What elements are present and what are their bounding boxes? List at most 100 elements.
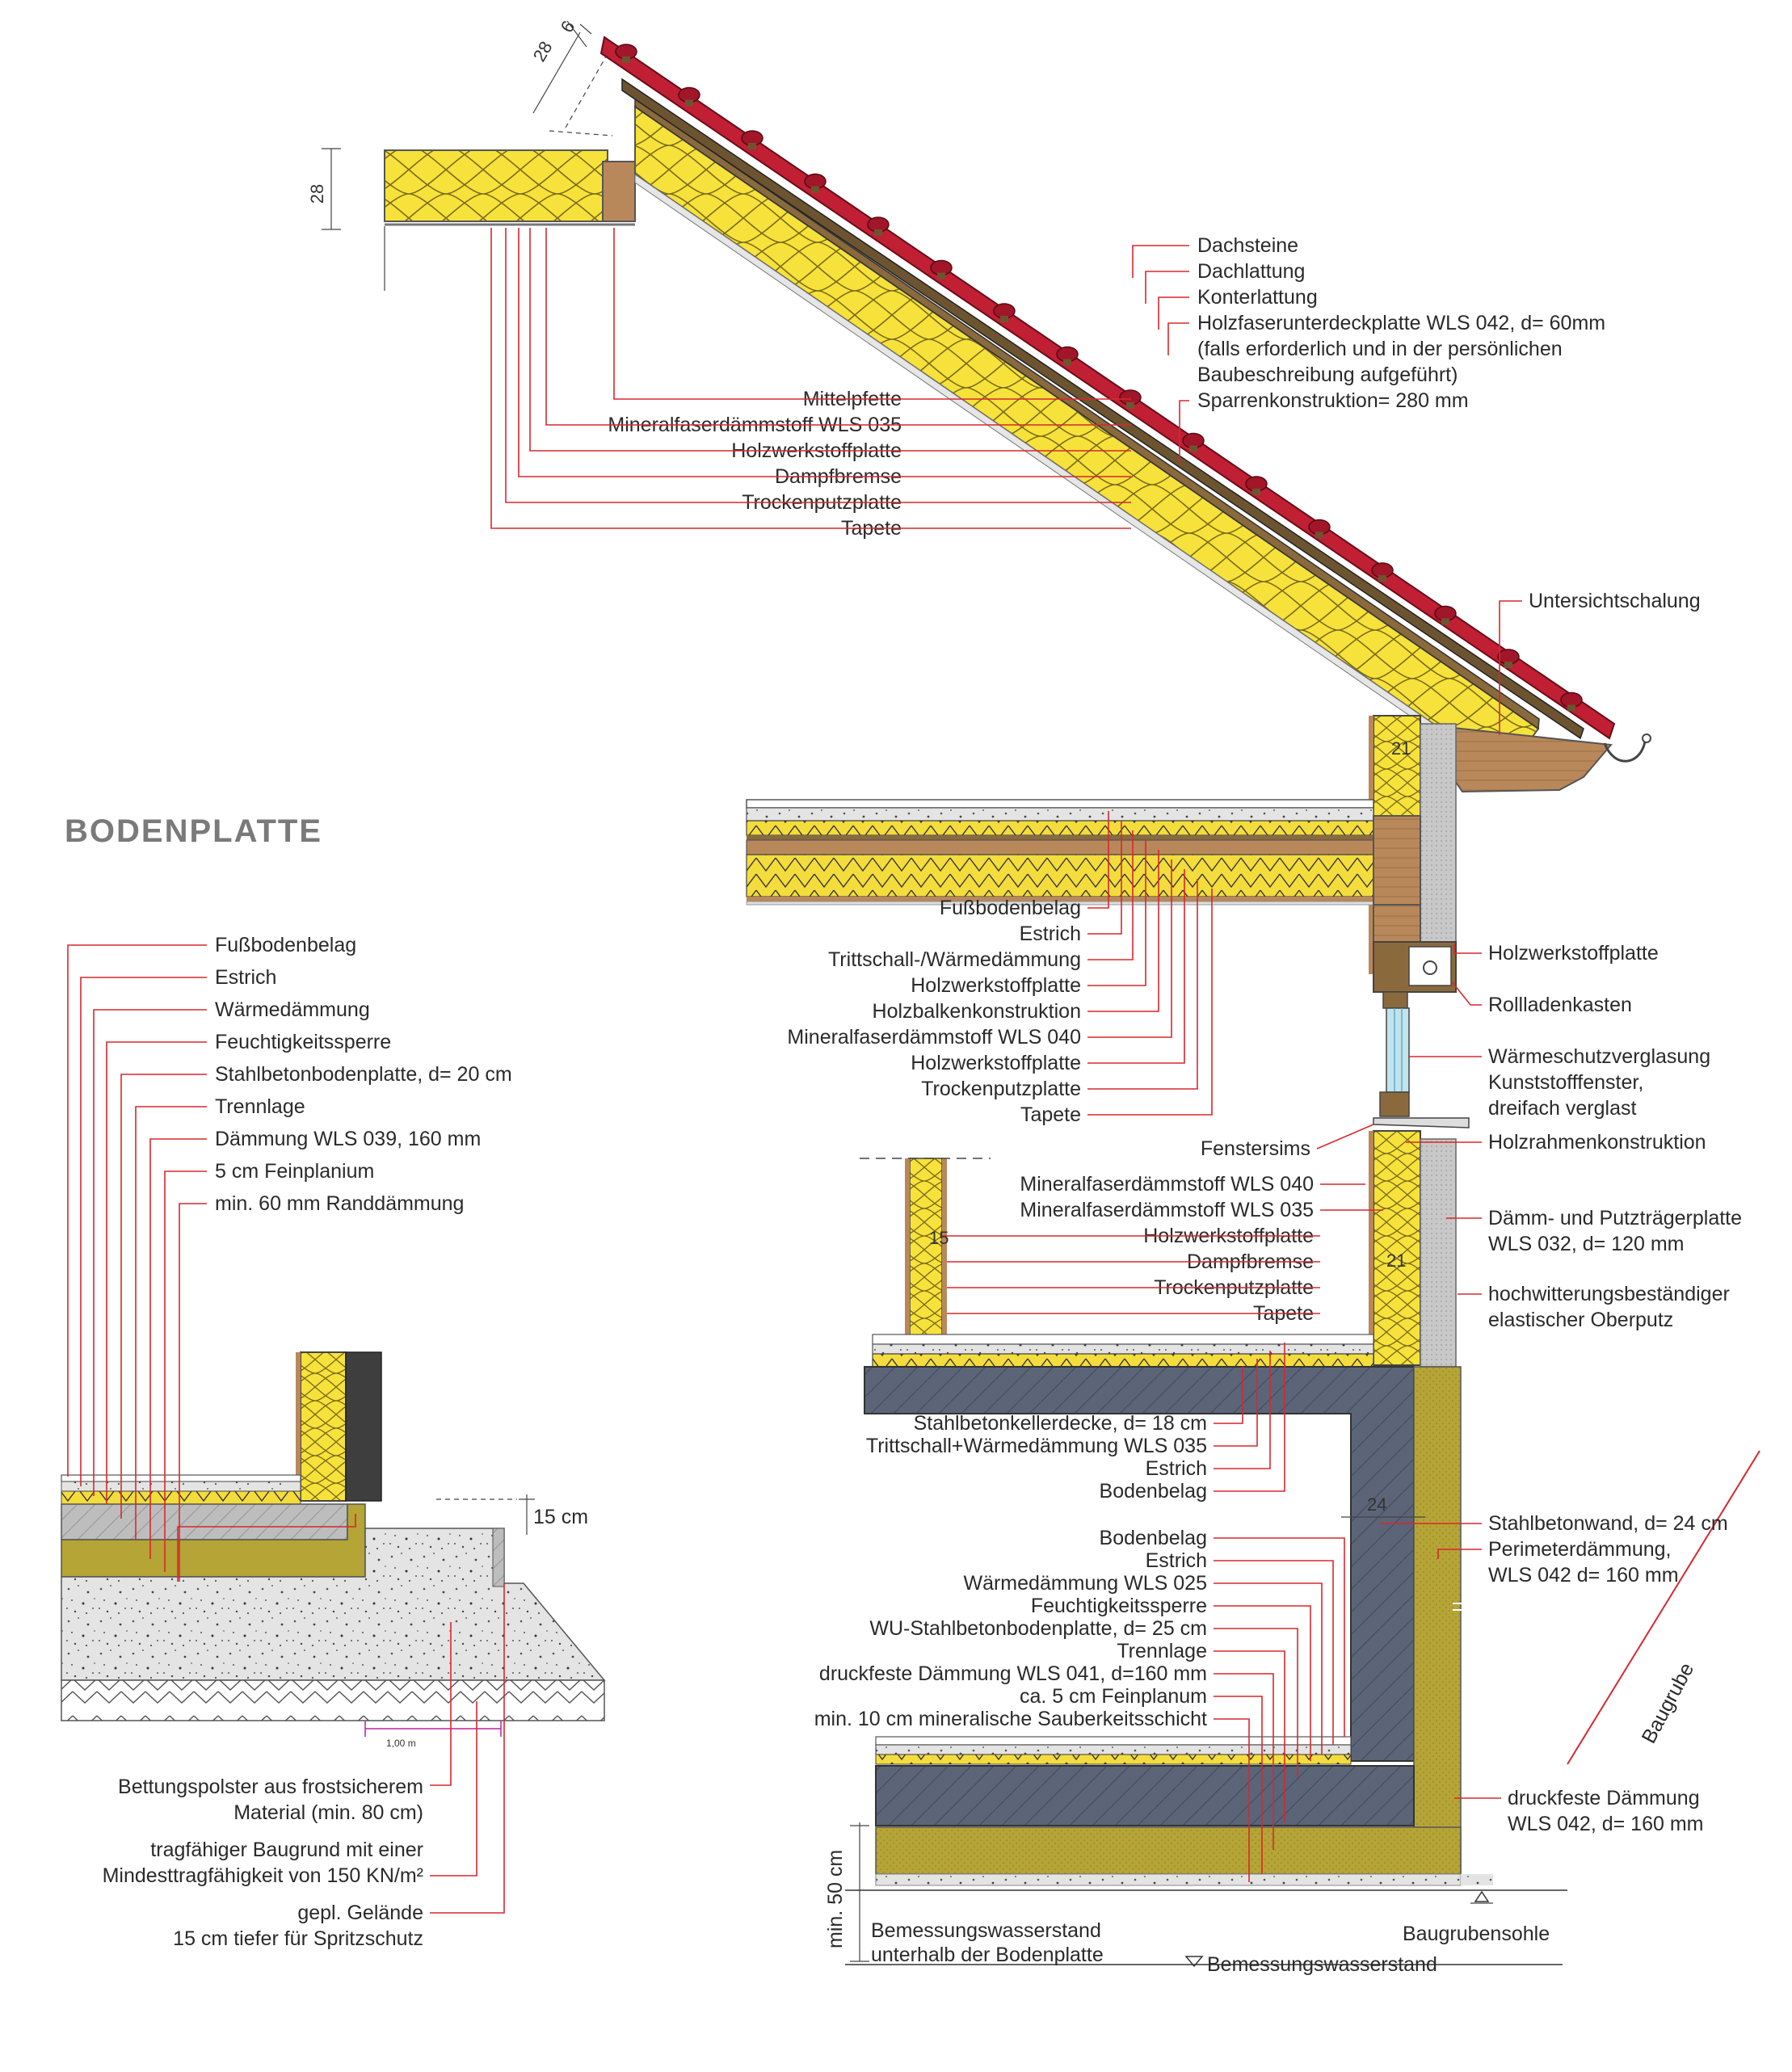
- dim-6: 6: [557, 17, 579, 36]
- leader: [1437, 1549, 1482, 1559]
- slab-leader: [80, 977, 207, 1486]
- roof-tiles: [599, 36, 1616, 740]
- upper-floor-section: [746, 715, 1470, 1368]
- ceiling-leader: [1087, 840, 1146, 986]
- roller-shutter-icon: [1423, 960, 1437, 975]
- ceiling-leader: [1087, 821, 1122, 935]
- slab-leader: [106, 1041, 207, 1504]
- roof-leader-right: [1145, 271, 1189, 304]
- basement-floor-leader: [1214, 1696, 1263, 1874]
- slab-label-8: min. 60 mm Randdämmung: [215, 1192, 464, 1215]
- window-sill: [1373, 1117, 1470, 1128]
- basement-floor-label-1: Estrich: [1146, 1549, 1207, 1572]
- baugrube-label: Baugrube: [1638, 1659, 1699, 1747]
- ceiling-leader: [1087, 850, 1159, 1012]
- basement-floor-label-2: Wärmedämmung WLS 025: [963, 1572, 1207, 1595]
- roof-label-right-1: Dachlattung: [1197, 260, 1305, 283]
- slab-label-0: Fußbodenbelag: [215, 934, 356, 956]
- slab-bottom-3: Mindesttragfähigkeit von 150 KN/m²: [103, 1864, 423, 1887]
- ceiling-mineral-insulation: [746, 854, 1374, 897]
- roof-label-right-5: Baubeschreibung aufgeführt): [1197, 364, 1458, 386]
- ceiling-label-5: Mineralfaserdämmstoff WLS 040: [787, 1026, 1081, 1049]
- holzwerkstoffplatte-right-label: Holzwerkstoffplatte: [1488, 942, 1659, 965]
- tile-bumps: [615, 44, 1583, 712]
- basement-section: [845, 1366, 1760, 1968]
- basement-floor-leader: [1214, 1673, 1274, 1850]
- roof-leader-right: [1179, 400, 1189, 465]
- oberputz-label-0: hochwitterungsbeständiger: [1488, 1283, 1730, 1305]
- slab-leader: [67, 944, 207, 1477]
- ceiling-label-8: Tapete: [1020, 1103, 1081, 1126]
- leader: [430, 1583, 505, 1914]
- fenstersims-label: Fenstersims: [1201, 1137, 1310, 1160]
- slab-wall-render: [345, 1351, 382, 1502]
- slab-leader: [177, 1514, 356, 1582]
- roof-leader-left: [529, 228, 908, 452]
- upper-wall-render: [1420, 723, 1457, 959]
- slab-label-2: Wärmedämmung: [215, 998, 370, 1021]
- roof-leader-left: [613, 228, 908, 400]
- roof-label-right-2: Konterlattung: [1197, 286, 1318, 309]
- roof-leader-left: [490, 228, 908, 529]
- basement-floor-label-3: Feuchtigkeitssperre: [1031, 1595, 1207, 1617]
- leader: [430, 1701, 477, 1877]
- roof-leader-right: [1158, 296, 1189, 330]
- verglasung-label-0: Wärmeschutzverglasung: [1488, 1045, 1710, 1068]
- ceiling-leader: [1087, 830, 1134, 960]
- ceiling-leader: [1087, 869, 1185, 1064]
- pressure-insulation: [875, 1826, 1462, 1875]
- slab-label-1: Estrich: [215, 966, 276, 989]
- interior-wall: [909, 1158, 943, 1366]
- battens: [621, 78, 1584, 740]
- water-level-icon: [1184, 1956, 1204, 1968]
- baugrube-line: [1567, 1450, 1760, 1765]
- annotation-layer: DachsteineDachlattungKonterlattungHolzfa…: [67, 228, 1742, 1950]
- collar-insulation: [384, 149, 608, 222]
- window-glazing: [1386, 1007, 1410, 1093]
- slab-concrete: [61, 1503, 348, 1540]
- lower-wall-label-0: Mineralfaserdämmstoff WLS 040: [1020, 1173, 1314, 1196]
- ceiling-leader: [1087, 879, 1198, 1090]
- slab-bottom-2: tragfähiger Baugrund mit einer: [150, 1839, 423, 1861]
- basement-floor-label-5: Trennlage: [1117, 1640, 1207, 1662]
- roof-label-right-4: (falls erforderlich und in der persönlic…: [1197, 338, 1563, 360]
- dim-1-00-m: 1,00 m: [386, 1738, 416, 1749]
- gutter-icon: [1603, 741, 1647, 763]
- slab-bottom-1: Material (min. 80 cm): [233, 1801, 423, 1824]
- roof-leader-left: [505, 228, 908, 503]
- verglasung-label-1: Kunststofffenster,: [1488, 1071, 1643, 1094]
- daemm-label-1: WLS 032, d= 120 mm: [1488, 1233, 1684, 1255]
- slab-leader: [164, 1170, 207, 1572]
- ceiling-label-4: Holzbalkenkonstruktion: [873, 1000, 1081, 1023]
- kellerdecke-label-2: Estrich: [1146, 1457, 1207, 1480]
- basement-floor-leader: [1214, 1605, 1311, 1761]
- leader: [1453, 944, 1482, 954]
- upper-wall-insulation: [1373, 715, 1421, 817]
- roof-leader-left: [545, 228, 908, 426]
- wu-slab: [875, 1765, 1415, 1826]
- holzfaser-underlay: [634, 97, 1540, 730]
- druckfest-label-1: WLS 042, d= 160 mm: [1508, 1813, 1703, 1835]
- slab-wall-insulation: [300, 1351, 347, 1502]
- dim-28-top: 28: [529, 38, 557, 65]
- roof-label-right-6: Sparrenkonstruktion= 280 mm: [1197, 389, 1469, 412]
- basement-floor-label-7: ca. 5 cm Feinplanum: [1020, 1685, 1207, 1708]
- verglasung-label-2: dreifach verglast: [1488, 1097, 1636, 1120]
- slab-bottom-5: 15 cm tiefer für Spritzschutz: [173, 1927, 423, 1950]
- ceiling-rim-joist: [1373, 815, 1421, 906]
- min-50cm-label: min. 50 cm: [824, 1850, 847, 1948]
- slab-label-3: Feuchtigkeitssperre: [215, 1031, 391, 1053]
- dim-21-upper: 21: [1391, 738, 1411, 759]
- bemessungswasserstand-label: Bemessungswasserstand: [1207, 1953, 1437, 1976]
- wand-label-2: WLS 042 d= 160 mm: [1488, 1564, 1679, 1587]
- slab-leader: [179, 1203, 207, 1582]
- roof-section: 28 28 6: [307, 17, 1651, 793]
- slab-leader: [93, 1009, 207, 1496]
- roof-leader-right: [1167, 322, 1189, 355]
- dim-28-side: 28: [307, 184, 327, 204]
- leader: [1316, 1124, 1374, 1149]
- slab-leader: [149, 1138, 207, 1559]
- dim-15: 15: [929, 1228, 949, 1248]
- slab-label-4: Stahlbetonbodenplatte, d= 20 cm: [215, 1063, 512, 1086]
- ceiling-label-1: Estrich: [1020, 923, 1081, 945]
